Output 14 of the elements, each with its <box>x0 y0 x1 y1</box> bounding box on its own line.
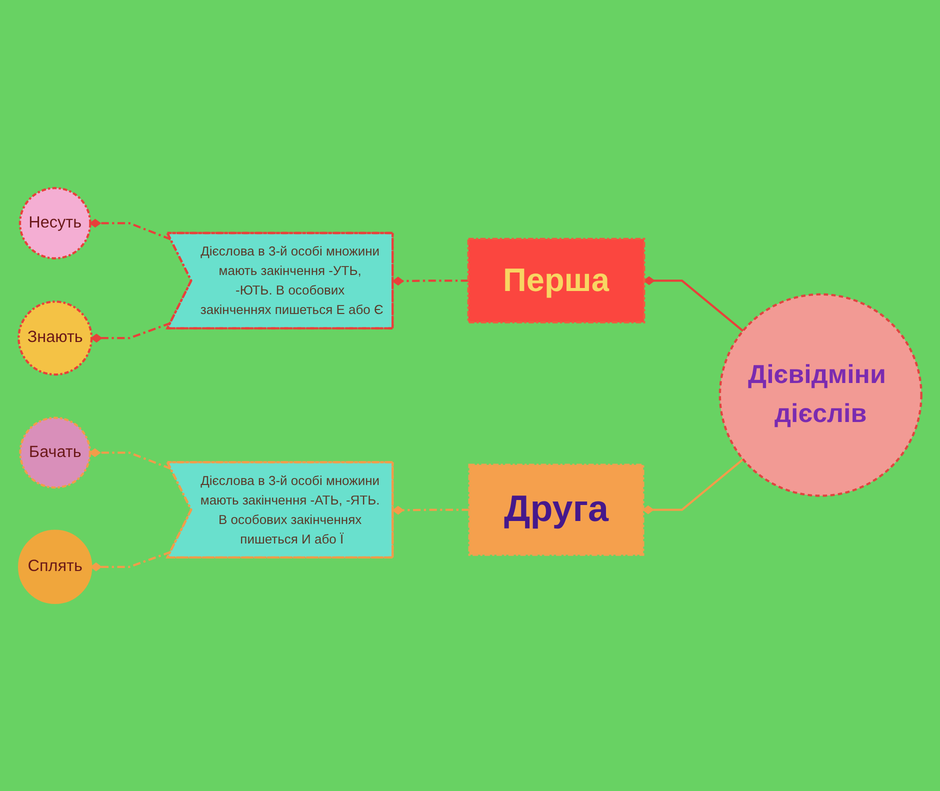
node-box: Перша <box>467 238 646 324</box>
node-circle: Сплять <box>18 530 92 604</box>
connector <box>90 322 172 343</box>
node-circle: Несуть <box>18 187 92 260</box>
node-box: Друга <box>468 464 644 556</box>
node-circle: Дієвідміни дієслів <box>718 293 922 497</box>
connector <box>642 458 744 514</box>
connector <box>88 448 172 470</box>
connector <box>643 276 744 332</box>
node-circle: Бачать <box>19 416 92 489</box>
connector <box>392 276 468 286</box>
node-circle: Знають <box>18 300 93 376</box>
connector <box>392 506 470 515</box>
connector <box>89 218 172 240</box>
